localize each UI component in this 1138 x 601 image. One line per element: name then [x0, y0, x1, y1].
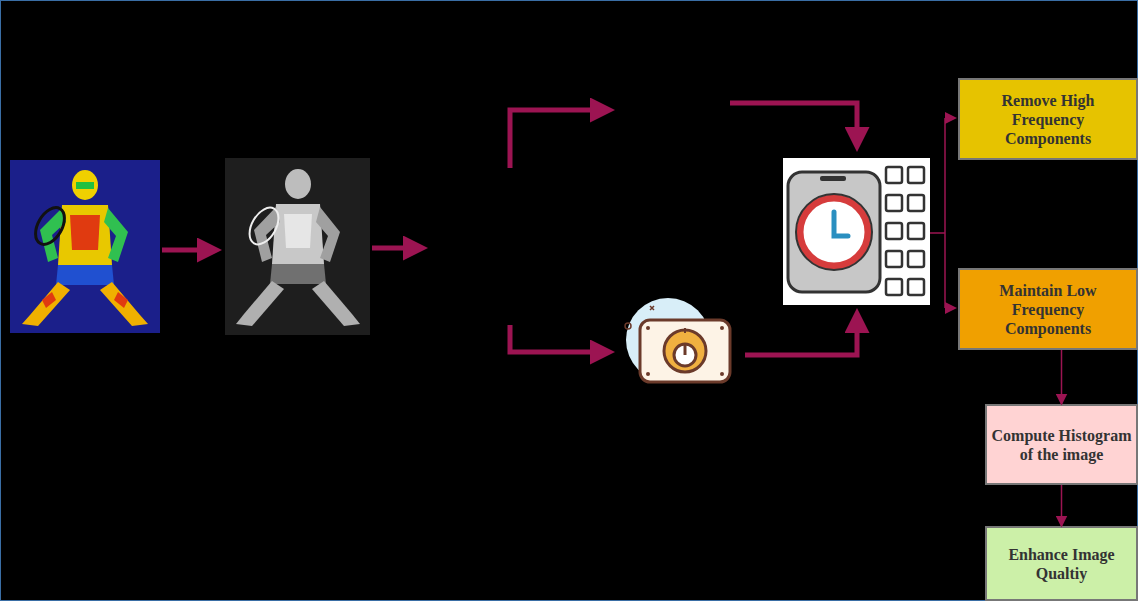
dial-icon [625, 298, 730, 382]
box-label: Maintain Low Frequency Components [978, 281, 1118, 338]
flow-arrow [745, 318, 857, 355]
clock-hands [834, 212, 848, 236]
thermal-leg [100, 282, 148, 326]
dial-screw [720, 326, 724, 330]
thermal-head [72, 170, 98, 200]
schedule-icon [783, 158, 930, 305]
flow-arrow [730, 103, 857, 142]
thermal-racket [30, 203, 71, 250]
split-wire [930, 118, 954, 308]
thermal-hotspot [70, 215, 100, 250]
icon-background [783, 158, 930, 305]
process-box: Maintain Low Frequency Components [958, 268, 1138, 350]
thermal-background [10, 160, 160, 333]
process-box: Remove High Frequency Components [958, 78, 1138, 160]
clock-rim [796, 194, 872, 270]
dial-screw [720, 372, 724, 376]
grayscale-background [225, 158, 370, 335]
flow-arrow [510, 110, 605, 168]
grayscale-racket [244, 203, 285, 250]
dial-screw [646, 372, 650, 376]
grayscale-shorts [270, 264, 326, 284]
dial-knob [674, 344, 696, 366]
dial-pointer [684, 344, 687, 355]
flow-arrow [372, 246, 418, 251]
thermal-leg [22, 282, 70, 326]
grayscale-torso [272, 204, 324, 264]
dial-sparkle [650, 306, 654, 310]
flow-connector [1061, 485, 1063, 526]
dial-plate [640, 320, 730, 382]
dial-screw [646, 326, 650, 330]
thermal-knee [42, 292, 56, 308]
thermal-shorts [56, 265, 114, 285]
grid-cells [886, 167, 924, 295]
process-box: Enhance Image Qualtiy [985, 526, 1138, 601]
dial-knob-ring [664, 330, 706, 372]
box-label: Compute Histogram of the image [991, 426, 1132, 464]
grayscale-hotspot [284, 214, 312, 248]
flow-arrow [510, 325, 605, 352]
grayscale-head [285, 169, 311, 199]
dial-tick [684, 328, 686, 333]
thermal-arm [104, 208, 128, 262]
box-label: Remove High Frequency Components [978, 91, 1118, 148]
thermal-face [76, 182, 94, 189]
flow-connector [1061, 350, 1063, 404]
process-box: Compute Histogram of the image [985, 404, 1138, 485]
device-body [788, 172, 880, 292]
box-label: Enhance Image Qualtiy [991, 545, 1132, 583]
grayscale-arm [316, 207, 340, 262]
grayscale-image [225, 158, 370, 335]
thermal-torso [58, 205, 112, 265]
clock-face [800, 198, 868, 266]
thermal-knee [114, 292, 128, 308]
dial-sparkle [625, 323, 631, 329]
flow-arrow [162, 248, 212, 253]
grayscale-leg [236, 281, 284, 326]
device-slot [820, 176, 846, 181]
grayscale-leg [312, 281, 360, 326]
thermal-image [10, 160, 160, 333]
